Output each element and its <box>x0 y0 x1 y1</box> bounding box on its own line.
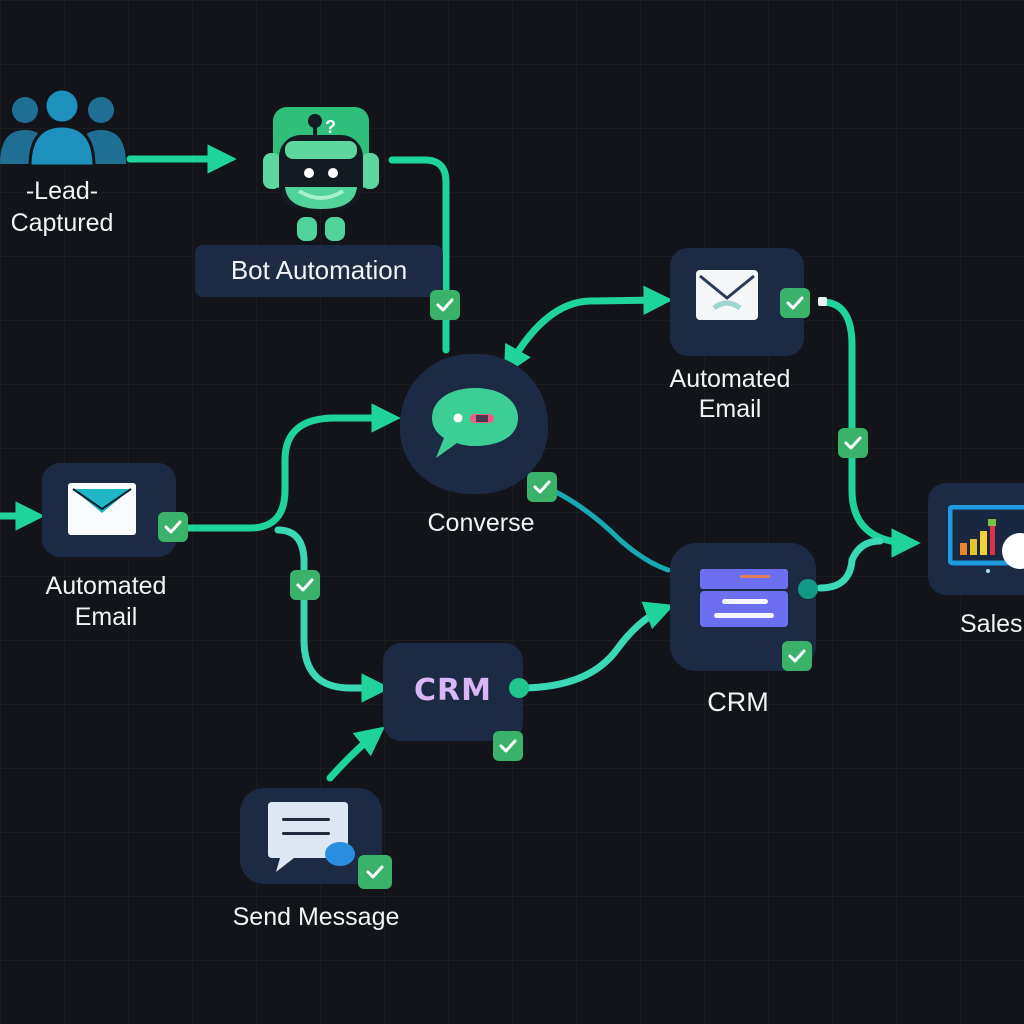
svg-text:?: ? <box>325 117 336 137</box>
edge-crm-right-to-sales <box>816 537 884 592</box>
check-icon <box>838 428 868 458</box>
crm-right-label: CRM <box>707 687 769 717</box>
node-sales[interactable]: Sales <box>928 483 1024 643</box>
node-lead-captured[interactable]: -Lead- Captured <box>0 88 130 248</box>
crm-form-icon <box>700 569 788 627</box>
edge-converse-to-crm-right <box>553 489 671 573</box>
chat-bubble-icon <box>432 388 518 458</box>
edge-converse-to-email-top <box>503 285 673 376</box>
connector-port[interactable] <box>818 297 827 306</box>
node-crm-right[interactable]: CRM <box>668 543 818 723</box>
automated-email-top-label-line1: Automated <box>669 365 791 393</box>
edge-crm-center-to-crm-right <box>516 601 675 692</box>
check-icon <box>780 288 810 318</box>
node-automated-email-top[interactable]: Automated Email <box>650 248 820 428</box>
automated-email-left-label-line2: Email <box>74 603 138 631</box>
node-crm-center[interactable]: CRM <box>383 643 528 743</box>
send-message-label: Send Message <box>232 903 400 931</box>
bot-automation-label: Bot Automation <box>230 255 408 285</box>
check-icon <box>782 641 812 671</box>
edge-bot-to-converse <box>388 156 450 354</box>
chart-monitor-icon <box>948 505 1024 573</box>
converse-label: Converse <box>427 509 535 537</box>
check-icon <box>358 855 392 889</box>
edge-email-left-to-crm-center <box>274 526 391 703</box>
automated-email-left-label-line1: Automated <box>45 572 167 600</box>
edge-email-top-to-sales <box>818 298 921 558</box>
message-icon <box>268 802 355 872</box>
check-icon <box>527 472 557 502</box>
sales-label: Sales <box>960 610 1023 638</box>
edge-email-left-to-converse <box>182 403 401 532</box>
node-converse[interactable]: Converse <box>398 350 568 540</box>
lead-captured-label-line1: -Lead- <box>25 177 99 205</box>
check-icon <box>430 290 460 320</box>
check-icon <box>158 512 188 542</box>
envelope-icon <box>696 270 758 320</box>
automated-email-top-label-line2: Email <box>698 395 762 423</box>
node-bot-automation[interactable]: ? Bot Automation <box>195 105 445 297</box>
lead-captured-label-line2: Captured <box>10 209 114 237</box>
check-icon <box>493 731 523 761</box>
robot-icon: ? <box>263 107 379 241</box>
connector-port[interactable] <box>509 678 529 698</box>
envelope-icon <box>68 483 136 535</box>
node-automated-email-left[interactable]: Automated Email <box>30 463 190 643</box>
edge-send-message-to-crm-center <box>326 726 385 782</box>
users-icon <box>0 88 126 168</box>
crm-center-card <box>383 643 523 741</box>
connector-port[interactable] <box>798 579 818 599</box>
check-icon <box>290 570 320 600</box>
crm-text-logo: CRM <box>414 673 492 708</box>
bot-automation-label-bg <box>195 245 443 297</box>
